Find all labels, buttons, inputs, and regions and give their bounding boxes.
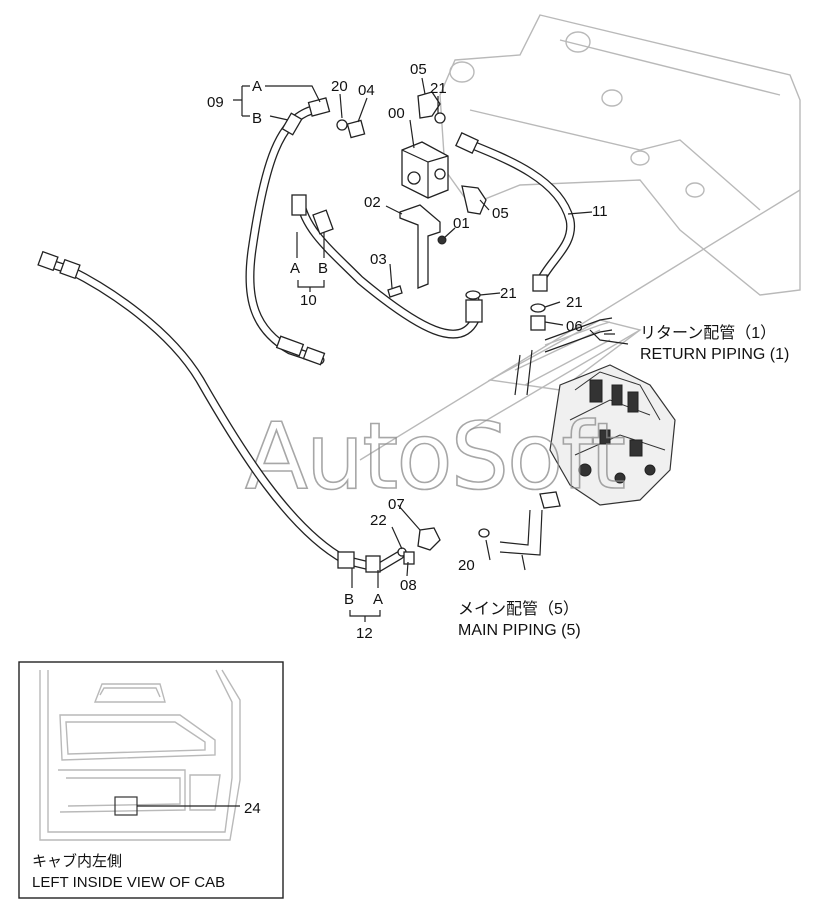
hose-09-end-a: A [252,78,262,95]
callout-20-bottom: 20 [458,557,475,574]
callout-22: 22 [370,512,387,529]
hose-10-end-a: A [290,260,300,277]
main-piping-en: MAIN PIPING (5) [458,622,581,639]
hose-12-end-a: A [373,591,383,608]
callout-03: 03 [370,251,387,268]
hose-09-end-b: B [252,110,262,127]
inset-caption-jp: キャブ内左側 [32,852,122,870]
callout-09: 09 [207,94,224,111]
callout-20-top: 20 [331,78,348,95]
return-piping-en: RETURN PIPING (1) [640,346,789,363]
callout-21-right: 21 [566,294,583,311]
piping-outline [499,317,613,556]
connector-block [401,141,449,199]
callout-05-top: 05 [410,61,427,78]
callout-04: 04 [358,82,375,99]
hose-12-end-b: B [344,591,354,608]
cab-frame-outline [359,14,801,461]
hose-09 [245,97,331,366]
callout-05-mid: 05 [492,205,509,222]
callout-21-top: 21 [430,80,447,97]
bracket [399,204,441,289]
callout-00: 00 [388,105,405,122]
return-piping-jp: リターン配管（1） [640,324,776,342]
callout-10: 10 [300,292,317,309]
hose-12 [37,250,405,573]
callout-01: 01 [453,215,470,232]
inset-caption-en: LEFT INSIDE VIEW OF CAB [32,874,225,891]
main-piping-jp: メイン配管（5） [458,600,579,618]
inset-cab-view: 24 キャブ内左側 LEFT INSIDE VIEW OF CAB [18,661,284,899]
callout-08: 08 [400,577,417,594]
callout-24: 24 [244,800,261,817]
fittings [336,91,561,565]
watermark: AutoSoft [245,403,624,510]
callout-06: 06 [566,318,583,335]
hose-11 [455,131,576,292]
hose-10-end-b: B [318,260,328,277]
callout-11: 11 [592,203,608,220]
leader-lines [233,77,629,622]
hose-10 [291,194,483,339]
callout-07: 07 [388,496,405,513]
callout-02: 02 [364,194,381,211]
control-valve-outline [487,319,676,506]
callout-12: 12 [356,625,373,642]
callout-21-left: 21 [500,285,517,302]
